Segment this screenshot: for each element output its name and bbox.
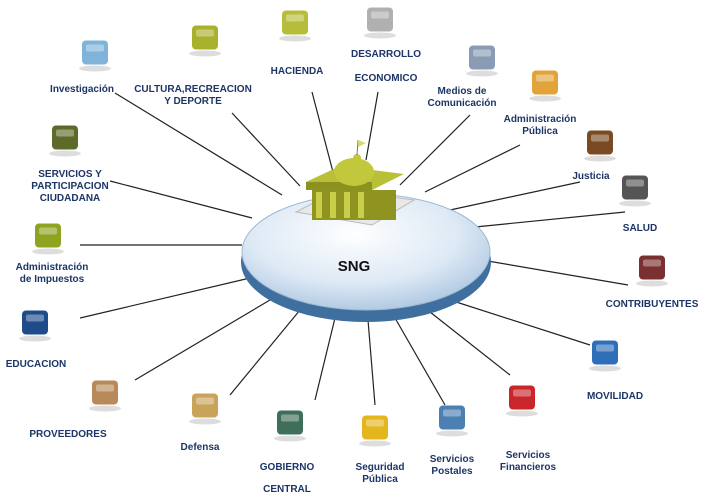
node-label-line: CIUDADANA [39,193,101,204]
node-label-line: CENTRAL [263,484,311,495]
node-label-salud: SALUD [623,223,657,235]
flask-magnifier-icon [73,33,117,78]
bus-icon [583,333,627,378]
connector-justicia [449,181,581,211]
node-label-line: Defensa [180,442,220,453]
government-building-icon [294,139,416,226]
connector-defensa [229,309,301,396]
connector-gobierno [314,317,336,401]
node-label-line: PARTICIPACION [31,181,109,192]
office-worker-icon [523,63,567,108]
connector-salud [464,211,626,229]
node-label-line: GOBIERNO [259,462,315,473]
stethoscope-icon [613,168,657,213]
node-label-justicia: Justicia [572,171,609,183]
node-label-line: HACIENDA [270,66,324,77]
node-label-line: MOVILIDAD [586,391,644,402]
connector-admin-publica [424,144,521,193]
connector-investigacion [114,92,283,196]
node-label-line: Financieros [499,462,557,473]
node-label-line: Servicios [429,454,475,465]
node-label-line: Medios de [437,86,487,97]
node-label-line: Pública [522,126,558,137]
node-label-movilidad: MOVILIDAD [587,391,643,403]
node-label-line: Administración [15,262,89,273]
node-label-hacienda: HACIENDA [271,66,324,78]
people-icon [630,248,674,293]
police-badge-icon [353,408,397,453]
node-label-line: de Impuestos [19,274,85,285]
node-label-line: Investigación [50,84,114,95]
hand-truck-boxes-icon [83,373,127,418]
node-label-contribuyentes: CONTRIBUYENTES [606,299,699,311]
satellite-icon [460,38,504,83]
bank-icon [500,378,544,423]
connector-movilidad [449,299,591,346]
factory-icon [183,18,227,63]
connector-desarrollo [365,91,379,161]
hub-label: SNG [337,258,371,275]
connector-contribuyentes [469,257,629,286]
columns-building-icon [273,3,317,48]
connector-educacion [79,277,251,319]
node-label-line: CULTURA,RECREACION [134,84,252,95]
node-label-line: Y DEPORTE [164,96,222,107]
gavel-icon [578,123,622,168]
node-label-educacion: EDUCACION [6,359,67,371]
connector-servicios [109,180,253,219]
government-office-icon [268,403,312,448]
connector-seguridad [367,319,376,406]
connector-cultura [231,112,301,187]
connector-proveedores [134,299,271,381]
node-label-defensa: Defensa [181,442,220,454]
node-label-line: Postales [431,466,473,477]
aircraft-carrier-icon [183,386,227,431]
node-label-line: Pública [362,474,398,485]
stamp-icon [430,398,474,443]
node-label-gobierno: GOBIERNO CENTRAL [260,462,314,496]
citizens-group-icon [43,118,87,163]
node-label-line: CONTRIBUYENTES [605,299,699,310]
node-label-line: ECONOMICO [354,73,418,84]
node-label-line: SERVICIOS Y [38,169,102,180]
connector-financieros [429,311,511,376]
node-label-line: Administración [503,114,577,125]
node-label-desarrollo: DESARROLLO ECONOMICO [351,49,421,85]
connector-medios [399,114,471,186]
node-label-line: PROVEEDORES [29,429,107,440]
node-label-line: Servicios [505,450,551,461]
node-label-line: Seguridad [355,462,405,473]
graduation-cap-icon [13,303,57,348]
node-label-line: SALUD [622,223,658,234]
coin-stack-icon [358,0,402,45]
node-label-investigacion: Investigación [50,84,114,96]
connector-hacienda [311,91,334,173]
node-label-line: Justicia [572,171,610,182]
currency-symbols-icon [26,216,70,261]
connector-postales [394,317,446,406]
node-label-proveedores: PROVEEDORES [29,429,106,441]
node-label-line: EDUCACION [5,359,67,370]
node-label-line: DESARROLLO [351,49,421,60]
node-label-line: Comunicación [427,98,497,109]
